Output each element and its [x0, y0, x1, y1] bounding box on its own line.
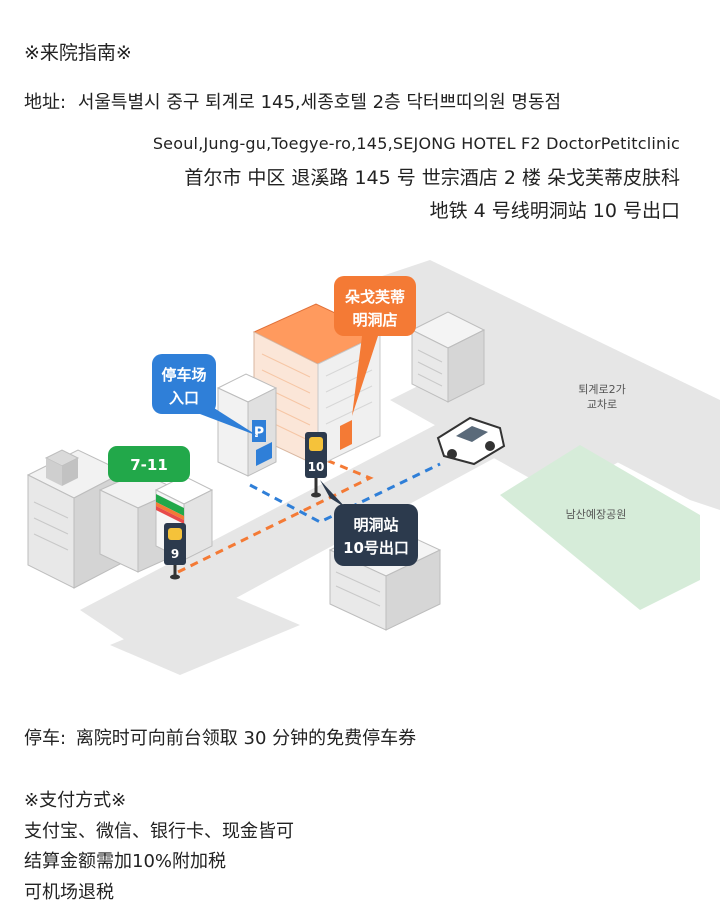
intersection-label-1: 퇴계로2가	[578, 383, 625, 396]
parking-info-text: 离院时可向前台领取 30 分钟的免费停车券	[75, 728, 417, 749]
bus-icon	[309, 437, 323, 451]
park-area	[500, 445, 700, 610]
bus-stop-9-number: 9	[171, 547, 179, 561]
station-label-1: 明洞站	[353, 516, 398, 534]
station-callout: 明洞站 10号出口	[320, 480, 418, 566]
parking-sign: P	[254, 425, 264, 441]
store-callout: 7-11	[108, 446, 190, 482]
clinic-label-2: 明洞店	[352, 311, 397, 329]
location-map: 남산예장공원 퇴계로2가 교차로	[26, 260, 720, 675]
bus-stop-10: 10	[305, 432, 327, 498]
parking-label-2: 入口	[169, 389, 199, 407]
address-subway: 地铁 4 号线明洞站 10 号出口	[429, 200, 680, 222]
address-korean: 서울특별시 중구 퇴계로 145,세종호텔 2층 닥터쁘띠의원 명동점	[77, 92, 562, 113]
address-korean-row: 地址: 서울특별시 중구 퇴계로 145,세종호텔 2층 닥터쁘띠의원 명동점	[24, 88, 561, 114]
page-heading: ※来院指南※	[24, 42, 132, 64]
parking-info-label: 停车:	[24, 728, 67, 749]
address-label: 地址:	[24, 92, 67, 113]
clinic-label-1: 朵戈芙蒂	[345, 288, 405, 306]
building-right	[410, 311, 486, 403]
clinic-callout: 朵戈芙蒂 明洞店	[334, 276, 416, 416]
parking-label-1: 停车场	[161, 366, 206, 384]
parking-building: P	[216, 373, 278, 477]
address-chinese: 首尔市 中区 退溪路 145 号 世宗酒店 2 楼 朵戈芙蒂皮肤科	[184, 167, 680, 189]
intersection-label-2: 교차로	[587, 398, 617, 411]
parking-info: 停车: 离院时可向前台领取 30 分钟的免费停车券	[24, 724, 416, 750]
bus-stop-10-number: 10	[308, 460, 325, 474]
payment-tax-refund: 可机场退税	[24, 882, 114, 903]
bus-icon	[168, 528, 182, 540]
route-orange	[177, 458, 374, 574]
payment-tax: 结算金额需加10%附加税	[24, 851, 227, 872]
store-label: 7-11	[130, 456, 168, 474]
payment-methods: 支付宝、微信、银行卡、现金皆可	[24, 821, 294, 842]
parking-callout: 停车场 入口	[152, 354, 258, 436]
station-label-2: 10号出口	[343, 539, 409, 557]
address-english: Seoul,Jung-gu,Toegye-ro,145,SEJONG HOTEL…	[152, 134, 680, 153]
park-label: 남산예장공원	[566, 508, 627, 521]
bus-stop-9: 9	[164, 523, 186, 580]
payment-heading: ※支付方式※	[24, 790, 127, 811]
car-icon	[436, 416, 506, 466]
parking-sign-icon	[252, 420, 266, 442]
route-blue	[249, 462, 441, 524]
